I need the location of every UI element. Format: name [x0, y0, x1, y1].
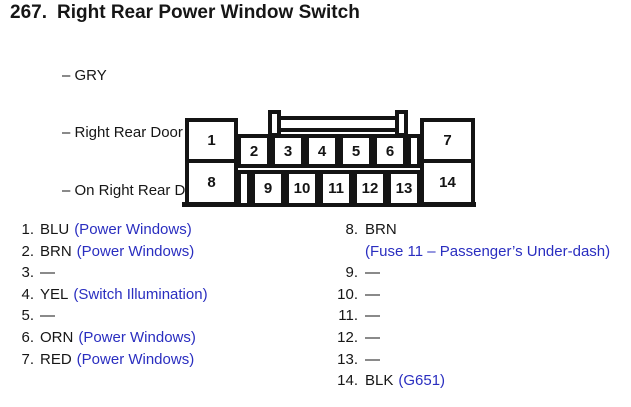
- pin-row-4: 4. YEL(Switch Illumination): [8, 284, 308, 306]
- pin-number: 3.: [21, 264, 34, 282]
- connector-pin-3: 3: [271, 134, 305, 168]
- signal-label: (Power Windows): [74, 221, 192, 238]
- connector-pin-12: 12: [353, 170, 387, 207]
- pin-row-1: 1. BLU(Power Windows): [8, 219, 308, 241]
- signal-label: (Switch Illumination): [73, 285, 208, 303]
- connector-pin-9: 9: [251, 170, 285, 207]
- pin-number: 14.: [337, 372, 358, 390]
- connector-latch-bar: [272, 116, 406, 132]
- pin-number: 13.: [337, 350, 358, 368]
- pin-number: 8.: [345, 221, 358, 238]
- wire-color: BLU: [40, 221, 70, 238]
- wire-color: —: [40, 264, 55, 282]
- wire-color: —: [365, 264, 380, 282]
- pin-number: 2.: [21, 242, 34, 260]
- pin-number: 5.: [21, 307, 34, 325]
- connector-pin-13: 13: [387, 170, 421, 207]
- wire-color: —: [365, 285, 380, 303]
- connector-pin-14: 14: [420, 159, 475, 206]
- pin-number: 7.: [21, 350, 34, 368]
- signal-label: (Power Windows): [78, 328, 196, 346]
- wire-color: —: [40, 307, 55, 325]
- pin-row-9: 9. —: [330, 262, 630, 284]
- wire-color: —: [365, 307, 380, 325]
- connector-pin-7: 7: [420, 118, 475, 163]
- description-line: – GRY: [62, 66, 107, 84]
- connector-pin-10: 10: [285, 170, 319, 207]
- connector-pin-5: 5: [339, 134, 373, 168]
- pin-list-right: 8. BRN (Fuse 11 – Passenger’s Under-dash)…: [330, 219, 630, 392]
- pin-row-5: 5. —: [8, 305, 308, 327]
- pin-number: 10.: [337, 285, 358, 303]
- wire-color: —: [365, 350, 380, 368]
- wire-color: —: [365, 328, 380, 346]
- signal-label: (Fuse 11 – Passenger’s Under-dash): [365, 242, 611, 260]
- connector-pin-6: 6: [373, 134, 407, 168]
- pin-row-3: 3. —: [8, 262, 308, 284]
- wire-color: ORN: [40, 328, 74, 346]
- connector-diagram: 2 3 4 5 6 9 10 11 12 13 1 8 7 14: [180, 108, 478, 210]
- pin-row-6: 6. ORN(Power Windows): [8, 327, 308, 349]
- connector-pin-11: 11: [319, 170, 353, 207]
- pin-row-14: 14. BLK(G651): [330, 370, 630, 392]
- connector-pin-4: 4: [305, 134, 339, 168]
- pin-row-2: 2. BRN(Power Windows): [8, 241, 308, 263]
- pin-row-12: 12. —: [330, 327, 630, 349]
- signal-label: (G651): [398, 372, 446, 390]
- pin-number: 4.: [21, 285, 34, 303]
- wire-color: RED: [40, 350, 72, 368]
- pin-number: 1.: [21, 221, 34, 238]
- blank-cavity: [407, 134, 421, 168]
- connector-pin-1: 1: [185, 118, 238, 163]
- pin-row-13: 13. —: [330, 349, 630, 371]
- section-number: 267.: [10, 2, 47, 23]
- wire-color: YEL: [40, 285, 69, 303]
- connector-pin-8: 8: [185, 159, 238, 206]
- pin-row-8-signal: (Fuse 11 – Passenger’s Under-dash): [330, 241, 630, 263]
- pin-list-left: 1.BLU(Power Windows) 2.BRN(Power Windows…: [8, 219, 308, 370]
- wire-color: BRN: [40, 242, 72, 260]
- wire-color: BRN: [365, 221, 397, 238]
- signal-label: (Power Windows): [76, 242, 195, 260]
- pin-number: 9.: [345, 264, 358, 282]
- signal-label: (Power Windows): [76, 350, 195, 368]
- pin-row-8: 8. BRN: [330, 219, 630, 241]
- connector-latch-tab-right: [395, 110, 408, 137]
- wire-color: BLK: [365, 372, 394, 390]
- connector-latch-tab-left: [268, 110, 281, 137]
- pin-row-7: 7. RED(Power Windows): [8, 349, 308, 371]
- pin-number: 6.: [21, 328, 34, 346]
- pin-row-11: 11. —: [330, 305, 630, 327]
- connector-pin-2: 2: [237, 134, 271, 168]
- pin-number: 11.: [338, 307, 358, 325]
- pin-number: 12.: [337, 328, 358, 346]
- description-line: – Right Rear Door: [62, 124, 183, 142]
- page-title: Right Rear Power Window Switch: [57, 2, 360, 23]
- blank-cavity: [237, 170, 251, 207]
- pin-row-10: 10. —: [330, 284, 630, 306]
